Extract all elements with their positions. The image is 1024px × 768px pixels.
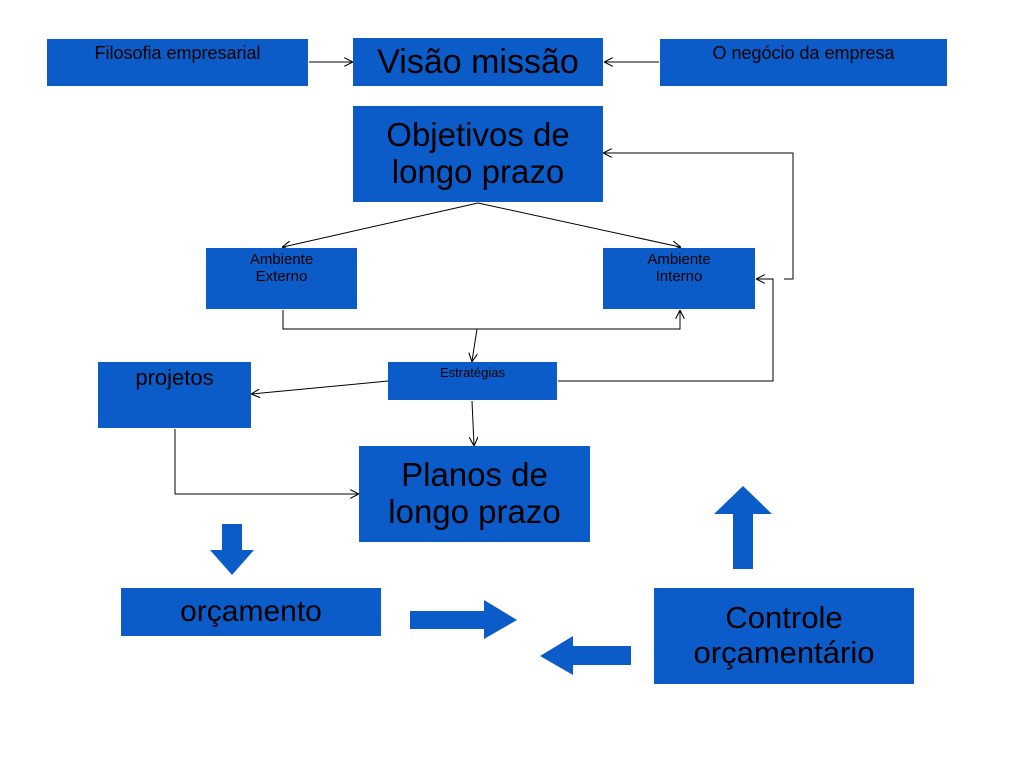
label-ambiente-externo-line1: Ambiente: [249, 251, 314, 268]
block-arrow-down-to-orcamento: [210, 524, 254, 575]
label-ambiente-interno-line1: Ambiente: [647, 251, 711, 268]
arrow-estrategias-to-ambiente-interno: [558, 279, 774, 382]
box-objetivos-longo-prazo: Objetivos de longo prazo: [353, 106, 603, 202]
box-estrategias: Estratégias: [388, 362, 557, 400]
box-orcamento: orçamento: [121, 588, 381, 636]
label-visao-missao: Visão missão: [377, 42, 579, 81]
box-visao-missao: Visão missão: [353, 38, 603, 86]
label-estrategias: Estratégias: [439, 365, 506, 380]
arrow-to-estrategias: [472, 328, 477, 361]
box-planos-longo-prazo: Planos de longo prazo: [359, 446, 590, 542]
label-projetos: projetos: [135, 365, 214, 390]
label-planos-longo-prazo: Planos de longo prazo: [388, 456, 561, 530]
arrow-objetivos-to-ambiente-externo: [283, 202, 479, 247]
block-arrow-up-controle-to-planos: [714, 486, 772, 569]
arrow-objetivos-to-ambiente-interno: [477, 202, 680, 247]
block-arrow-left-controle-to-orcamento: [540, 636, 631, 675]
box-ambiente-externo: Ambiente Externo: [206, 248, 357, 309]
arrow-ambiente-externo-to-ambiente-interno: [282, 310, 680, 330]
label-orcamento: orçamento: [180, 595, 322, 629]
box-ambiente-interno: Ambiente Interno: [603, 248, 755, 309]
arrow-ambiente-interno-to-objetivos: [604, 153, 794, 280]
box-negocio-da-empresa: O negócio da empresa: [660, 39, 947, 86]
box-controle-orcamentario: Controle orçamentário: [654, 588, 914, 684]
label-filosofia-empresarial: Filosofia empresarial: [94, 43, 261, 63]
arrow-estrategias-to-planos: [472, 400, 474, 445]
label-objetivos-longo-prazo: Objetivos de longo prazo: [386, 116, 570, 190]
box-projetos: projetos: [98, 362, 251, 428]
arrow-estrategias-to-projetos: [252, 380, 389, 394]
label-negocio-da-empresa: O negócio da empresa: [712, 43, 895, 63]
block-arrow-right-orcamento-to-controle: [410, 600, 517, 639]
label-ambiente-externo-line2: Externo: [255, 267, 308, 285]
label-ambiente-interno-line2: Interno: [655, 267, 703, 285]
box-filosofia-empresarial: Filosofia empresarial: [47, 39, 308, 86]
label-controle-orcamentario: Controle orçamentário: [693, 600, 875, 670]
arrow-projetos-to-planos: [174, 429, 358, 494]
